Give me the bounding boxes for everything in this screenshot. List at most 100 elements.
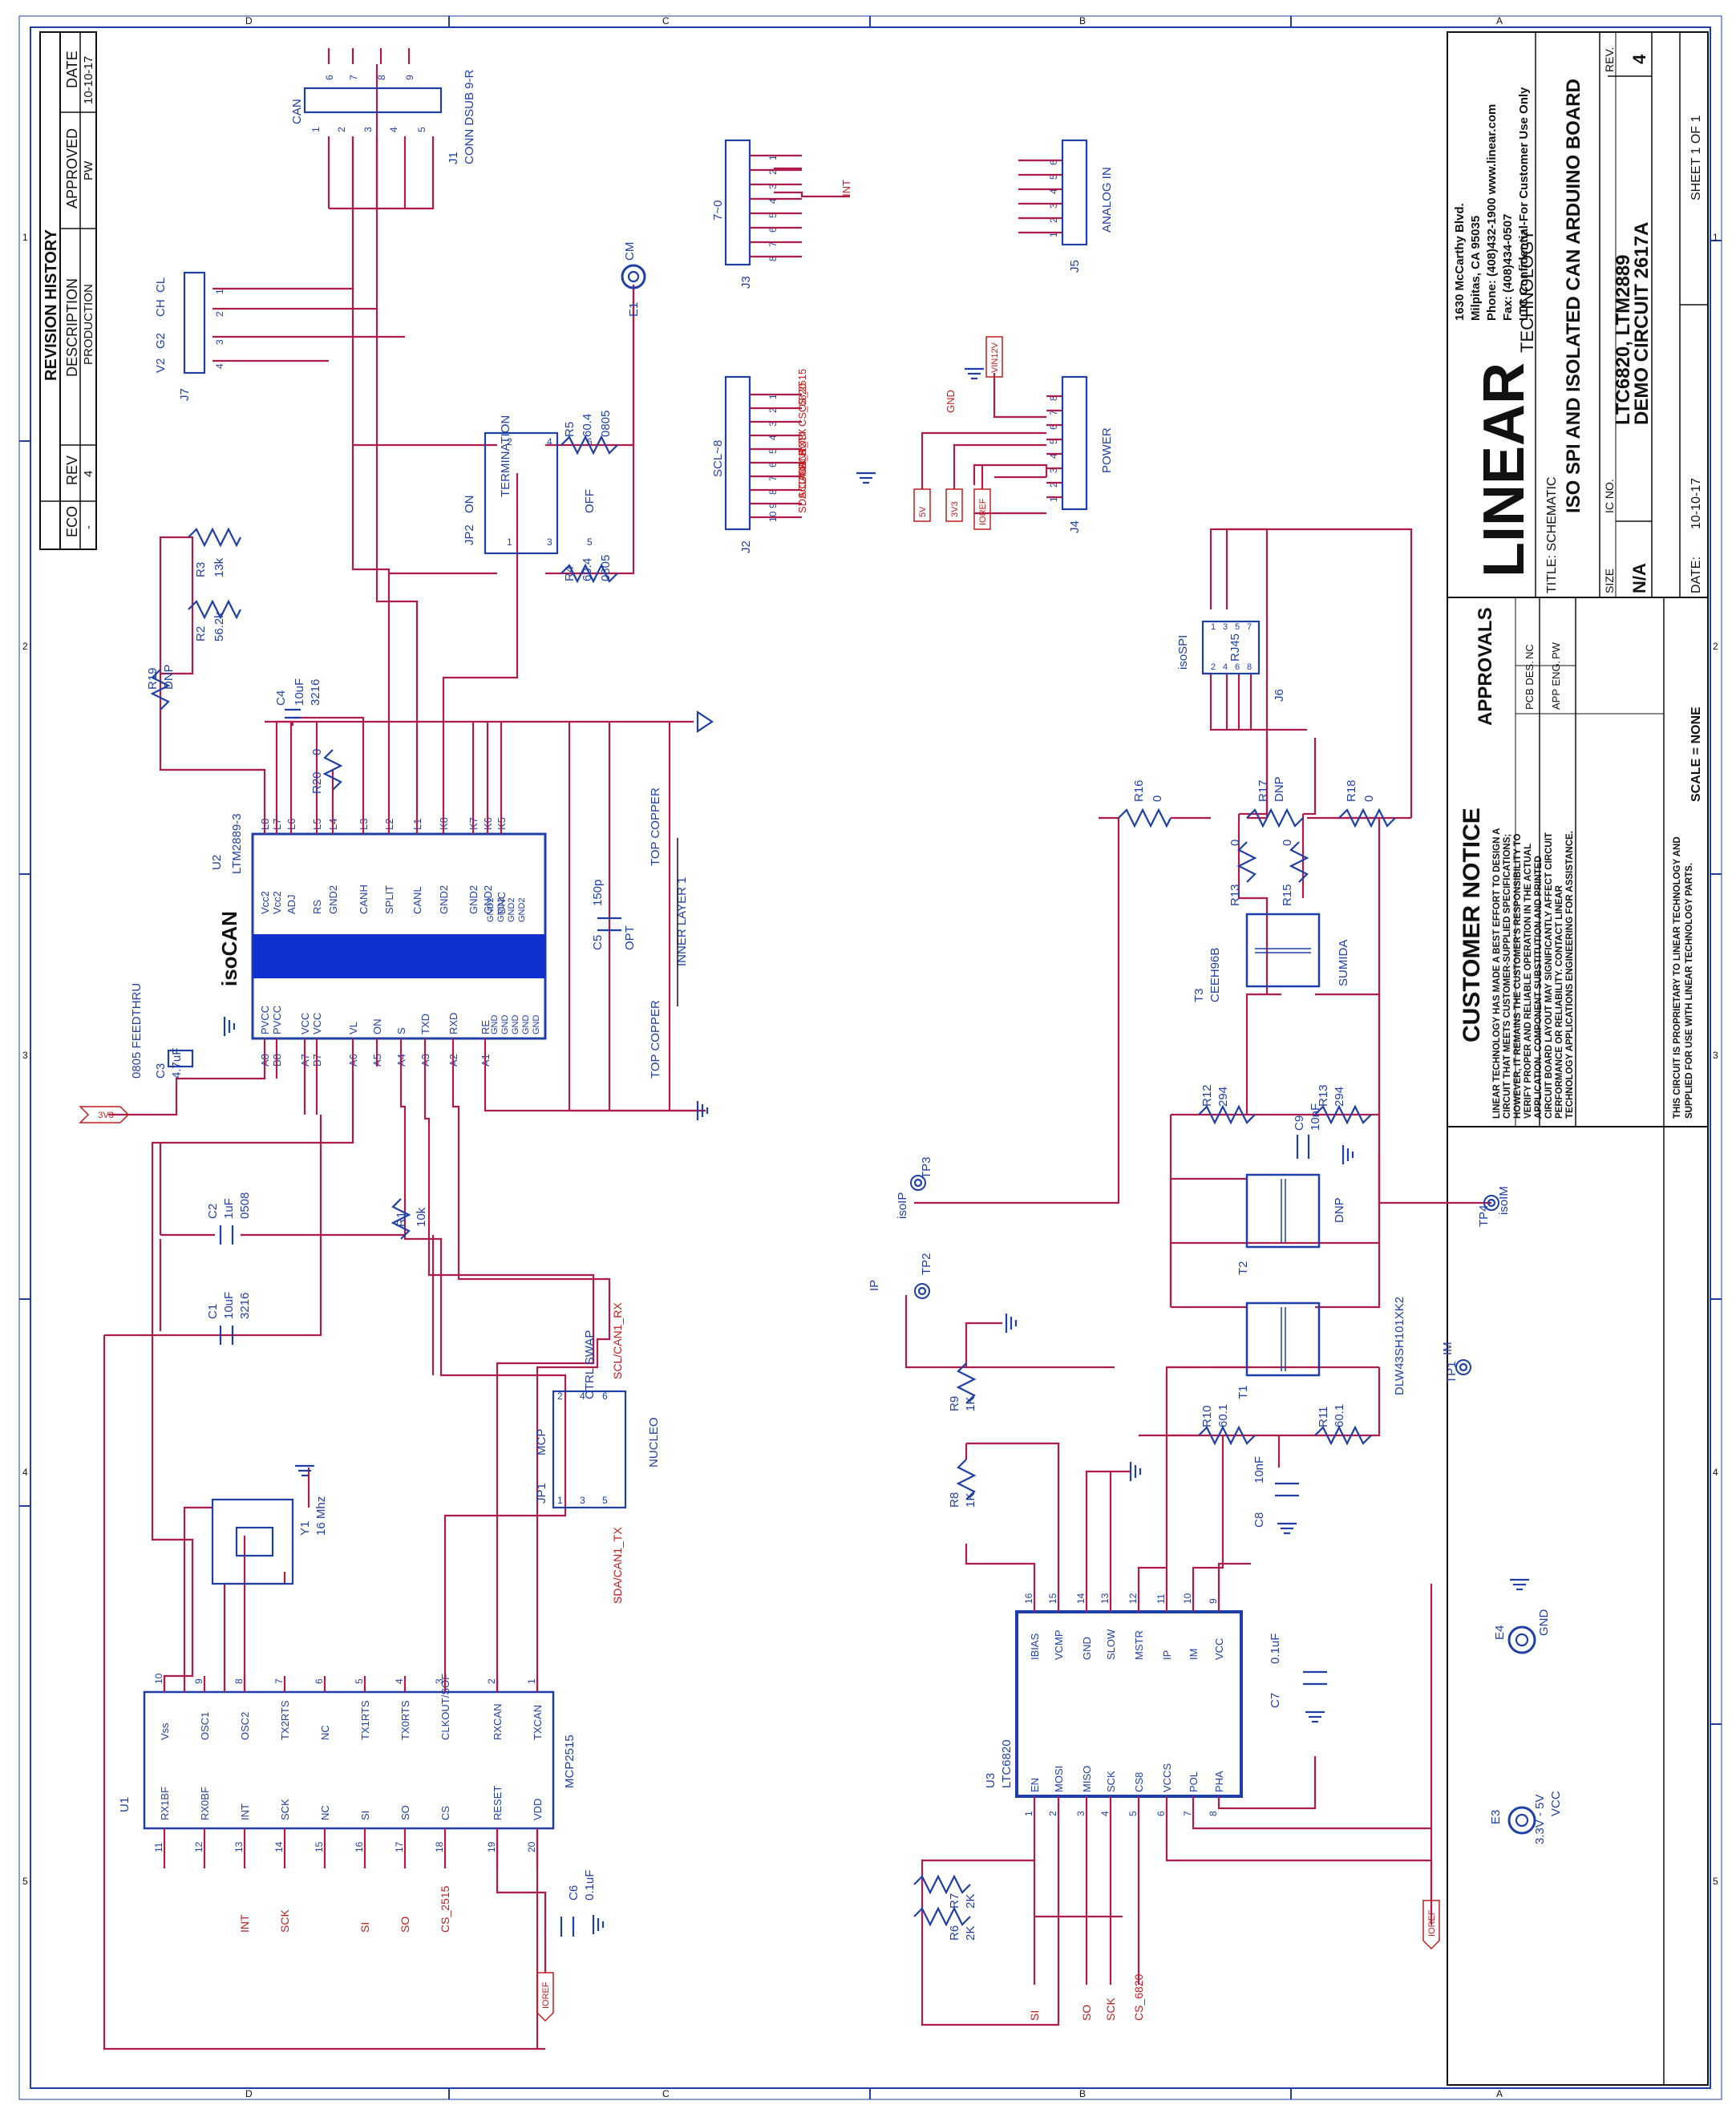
j1-pin-number: 6 (324, 75, 335, 80)
jp2-pin-number: 6 (587, 436, 593, 447)
u2-gnd-pin: GND (511, 1015, 520, 1035)
t2-part: DNP (1333, 1197, 1346, 1223)
j4-pin-number: 6 (1048, 424, 1059, 430)
r4-symbol (560, 563, 618, 584)
approvals-title: APPROVALS (1475, 607, 1496, 726)
c5-ref: C5 (591, 935, 605, 950)
u2-ref: U2 (210, 855, 224, 870)
r8-value: 1K (964, 1493, 977, 1508)
r16-symbol (1118, 808, 1171, 828)
rev-header-date: DATE (64, 51, 80, 88)
r13-ref: R13 (1317, 1084, 1330, 1107)
u2-part: LTM2889-3 (230, 813, 244, 874)
revision-history-title: REVISION HISTORY (42, 229, 60, 381)
u1-pin-number: 1 (526, 1678, 537, 1684)
r6-value: 2K (964, 1926, 977, 1941)
jp1-ref: JP1 (535, 1483, 548, 1504)
u3-pin-number: 1 (1023, 1811, 1034, 1816)
zone-letter: A (1496, 2088, 1503, 2099)
zone-number: 5 (1713, 1876, 1718, 1887)
r20-ref: R20 (310, 771, 324, 794)
zone-ticks (19, 16, 1722, 2099)
u1-pin-number: 10 (153, 1673, 164, 1684)
address-line-3: Phone: (408)432-1900 www.linear.com (1485, 104, 1499, 321)
u3-pin-number: 5 (1127, 1811, 1139, 1816)
approval-value-pcb: NC (1524, 644, 1536, 659)
u1-pin-number: 12 (193, 1841, 204, 1852)
u1-net-label: SO (399, 1917, 411, 1933)
j1-pin-number: 5 (416, 127, 427, 132)
u3-pin-label: MOSI (1053, 1766, 1065, 1792)
r17-value: DNP (1273, 776, 1286, 802)
u1-pin-number: 20 (526, 1841, 537, 1852)
j2-net-label: CS_2515 (796, 369, 808, 412)
transformers (1245, 913, 1321, 1377)
j7-body (183, 271, 206, 374)
u2-gnd2-pin: GND2 (517, 897, 527, 922)
j3-pin-number: 8 (767, 256, 779, 261)
u2-gnd2-pin: GND2 (486, 897, 496, 922)
u3-pin-label: MISO (1081, 1766, 1093, 1792)
j5-pin-number: 4 (1048, 188, 1059, 194)
jp1-pin-number: 2 (557, 1391, 563, 1402)
r10-symbol (1198, 1425, 1256, 1446)
r7-value: 2K (964, 1894, 977, 1909)
u2-pin-label: RS (311, 900, 323, 914)
zone-number: 4 (22, 1467, 28, 1478)
r11-ref: R11 (1317, 1407, 1330, 1427)
u1-pin-label: VDD (532, 1799, 544, 1820)
tp2-ref: TP2 (920, 1253, 933, 1275)
j4-ref: J4 (1068, 520, 1082, 533)
u1-reset-wire (496, 1828, 547, 1973)
jp2-left: ON (463, 496, 476, 514)
r3-value: 13k (212, 557, 226, 577)
zone-number: 3 (1713, 1050, 1718, 1061)
t1-body (1245, 1301, 1321, 1377)
j5-pin-number: 5 (1048, 174, 1059, 180)
tp3-ref: TP3 (920, 1156, 933, 1179)
u3-pin-label: IBIAS (1029, 1633, 1041, 1660)
c1-value: 10uF (222, 1292, 236, 1319)
c7-value: 0.1uF (1269, 1633, 1282, 1664)
u1-pin-label: RESET (492, 1786, 504, 1820)
tp3-net: isoIP (896, 1192, 909, 1219)
r19-value: DNP (162, 664, 176, 690)
j3-ref: J3 (739, 276, 753, 289)
jp2-pin-number: 4 (547, 436, 552, 447)
j6-ref: J6 (1273, 689, 1286, 702)
j2-pin-number: 7 (767, 476, 779, 481)
t1-part: DLW43SH101XK2 (1393, 1297, 1406, 1395)
date-label: DATE: (1689, 557, 1703, 593)
j1-pin-number: 9 (404, 75, 415, 80)
j1-part: CONN DSUB 9-R (463, 69, 476, 164)
r10-ref: R10 (1200, 1405, 1214, 1427)
j2-pin-number: 4 (767, 435, 779, 440)
r14-symbol (1236, 841, 1257, 883)
zone-number: 1 (22, 232, 28, 243)
u1-pin-label: TX1RTS (359, 1700, 371, 1740)
j5-pin-number: 3 (1048, 203, 1059, 208)
u1-net-label: INT (238, 1914, 251, 1933)
t3-body (1245, 913, 1321, 988)
r8-symbol (956, 1459, 977, 1500)
notice-line-7: PERFORMANCE OR RELIABILITY. CONTACT LINE… (1555, 885, 1564, 1119)
title-label: TITLE: SCHEMATIC (1545, 477, 1559, 594)
r11-symbol (1314, 1425, 1372, 1446)
u3-pin-number: 13 (1099, 1593, 1111, 1604)
address-line-4: Fax: (408)434-0507 (1501, 214, 1515, 321)
notice-line-4: VERIFY PROPER AND RELIABLE OPERATION IN … (1524, 844, 1533, 1119)
j7-label-g2: G2 (154, 333, 168, 349)
j6-pin-number: 7 (1247, 622, 1252, 632)
j6-body (1201, 620, 1261, 675)
c3-value: 4.7uF (170, 1048, 184, 1079)
j1-pin-number: 3 (362, 127, 374, 132)
u3-pin-number: 15 (1047, 1593, 1058, 1604)
r4-value: 60.4 (581, 558, 594, 581)
u1-pin-number: 17 (394, 1841, 405, 1852)
r13-value: 294 (1333, 1087, 1346, 1107)
u3-pin-number: 2 (1047, 1811, 1058, 1816)
u2-gnd-pin: GND (500, 1015, 510, 1035)
u1-pin-number: 6 (314, 1678, 325, 1684)
zone-number: 2 (1713, 641, 1718, 652)
r12-value: 294 (1216, 1087, 1230, 1107)
